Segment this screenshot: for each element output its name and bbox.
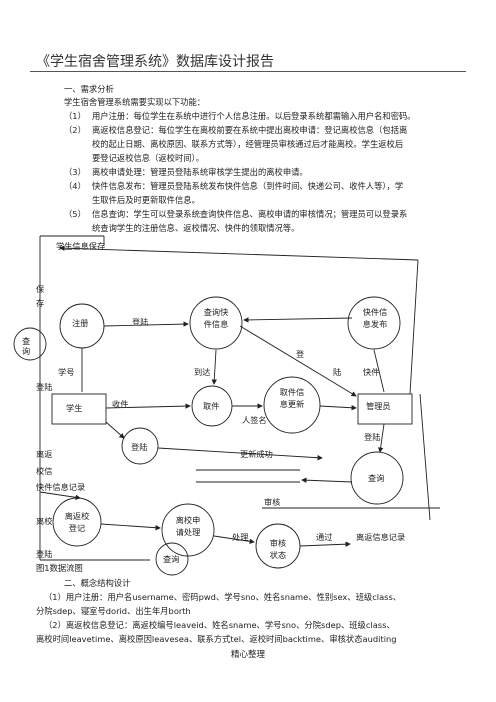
item-3-num: （3） — [64, 167, 86, 177]
login-mid-node — [121, 427, 159, 465]
section2-line: （1）用户注册：用户名username、密码pwd、学号sno、姓名sname、… — [44, 592, 402, 602]
review-status-label: 审核状态 — [269, 538, 287, 560]
section1-intro: 学生宿舍管理系统需要实现以下功能： — [64, 97, 206, 107]
save-info-label: 学生信息保存 — [56, 241, 106, 251]
query-right-node — [350, 451, 404, 505]
item-5-line: 信息查询：学生可以登录系统查询快件信息、离校申请的审核情况；管理员可以登录系 — [92, 209, 408, 219]
process-label: 处理 — [232, 532, 249, 542]
flow-line — [100, 523, 161, 531]
flow-line — [319, 405, 357, 411]
flow-line — [243, 317, 353, 323]
save-label: 保存 — [36, 284, 45, 308]
flow-line — [409, 259, 419, 395]
receive-label: 收件 — [112, 399, 129, 409]
flow-line — [105, 403, 191, 409]
update-success-label: 更新成功 — [240, 449, 273, 459]
leave-apply-label: 离校申请处理 — [175, 515, 201, 537]
express-label: 快件 — [363, 367, 380, 377]
express-record-label: 快件信息记录 — [36, 482, 86, 492]
flow-line — [213, 535, 255, 545]
leave-label: 离校 — [36, 516, 53, 526]
section1-heading: 一、需求分析 — [64, 84, 114, 94]
login-deng-label: 登 — [296, 349, 305, 359]
item-5-line: 统查询学生的注册信息、返校情况、快件的领取情况等。 — [92, 223, 300, 233]
pass-label: 通过 — [316, 532, 333, 542]
item-4-line: 生取件后及时更新取件信息。 — [92, 195, 200, 205]
footer-text: 精心整理 — [230, 650, 265, 660]
flow-line — [39, 491, 81, 501]
student-entity — [51, 393, 107, 425]
item-2-num: （2） — [64, 125, 86, 135]
flow-line — [157, 447, 323, 461]
student-id-label: 学号 — [58, 367, 75, 377]
item-3-line: 离校申请处理：管理员登陆系统审核学生提出的离校申请。 — [92, 167, 308, 177]
flow-line — [105, 421, 125, 439]
flow-line — [373, 349, 385, 393]
flow-line — [211, 349, 217, 385]
flow-line — [377, 423, 385, 453]
query-right-label: 查询 — [368, 473, 385, 483]
item-4-line: 快件信息发布：管理员登陆系统发布快件信息（到件时间、快递公司、收件人等），学 — [92, 181, 404, 191]
flow-line — [59, 245, 419, 261]
section2-heading: 二、概念结构设计 — [64, 578, 131, 588]
flow-line — [301, 477, 353, 483]
flow-line — [239, 325, 357, 397]
login-mid-label: 登陆 — [131, 442, 148, 452]
admin-label: 管理员 — [366, 401, 391, 411]
leave-return-a-label: 离返 — [36, 449, 53, 459]
title-rule — [30, 71, 466, 72]
express-info-node — [347, 296, 401, 350]
query-left-label: 查询 — [22, 336, 31, 356]
pickup-label: 取件 — [203, 401, 220, 411]
query-express-label: 查询快件信息 — [203, 307, 229, 329]
login-lu-label: 陆 — [333, 367, 342, 377]
arrive-label: 到达 — [194, 367, 211, 377]
leave-return-label: 离返校登记 — [64, 511, 90, 533]
section2-line: （2）离返校信息登记：离返校编号leaveid、姓名sname、学号sno、分院… — [44, 620, 395, 630]
item-5-num: （5） — [64, 209, 86, 219]
item-1-line: 用户注册：每位学生在系统中进行个人信息注册。以后登录系统都需输入用户名和密码。 — [92, 111, 416, 121]
login-top-label: 登陆 — [132, 317, 149, 327]
figure-caption: 图1数据流图 — [36, 563, 83, 573]
admin-entity — [357, 393, 413, 425]
login-admin-label: 登陆 — [364, 432, 381, 442]
flow-line — [299, 541, 351, 547]
flow-line — [419, 393, 431, 521]
item-2-line: 要登记返校信息（返校时间）。 — [92, 153, 205, 163]
student-label: 学生 — [66, 403, 83, 413]
signature-label: 人签名 — [242, 415, 267, 425]
item-2-line: 校的起止日期、离校原因、联系方式等），经管理员审核通过后才能离校。学生返校后 — [92, 139, 404, 149]
login-left-label: 登陆 — [36, 382, 53, 392]
query-left-node — [13, 327, 47, 361]
pickup-update-node — [263, 376, 321, 434]
flow-line — [103, 321, 189, 327]
login-bottom-label: 登陆 — [36, 549, 53, 559]
item-4-num: （4） — [64, 181, 86, 191]
review-label: 审核 — [264, 497, 281, 507]
express-info-label: 快件信息发布 — [362, 307, 388, 329]
item-2-line: 离返校信息登记：每位学生在离校前要在系统中提出离校申请：登记离校信息（包括离 — [92, 125, 408, 135]
query-express-node — [189, 296, 243, 350]
section2-line: 分院sdep、寝室号dorid、出生年月borth — [36, 606, 191, 616]
query-bottom-node — [155, 542, 189, 576]
leave-return-b-label: 校信 — [36, 466, 53, 476]
section2-line: 离校时间leavetime、离校原因leavesea、联系方式tel、返校时间b… — [36, 634, 397, 644]
pickup-update-label: 取件信息更新 — [279, 387, 305, 409]
register-label: 注册 — [72, 318, 89, 328]
query-bottom-label: 查询 — [163, 554, 180, 564]
item-1-num: （1） — [64, 111, 86, 121]
record-out-label: 离返信息记录 — [356, 532, 406, 542]
page-title: 《学生宿舍管理系统》数据库设计报告 — [36, 54, 274, 70]
